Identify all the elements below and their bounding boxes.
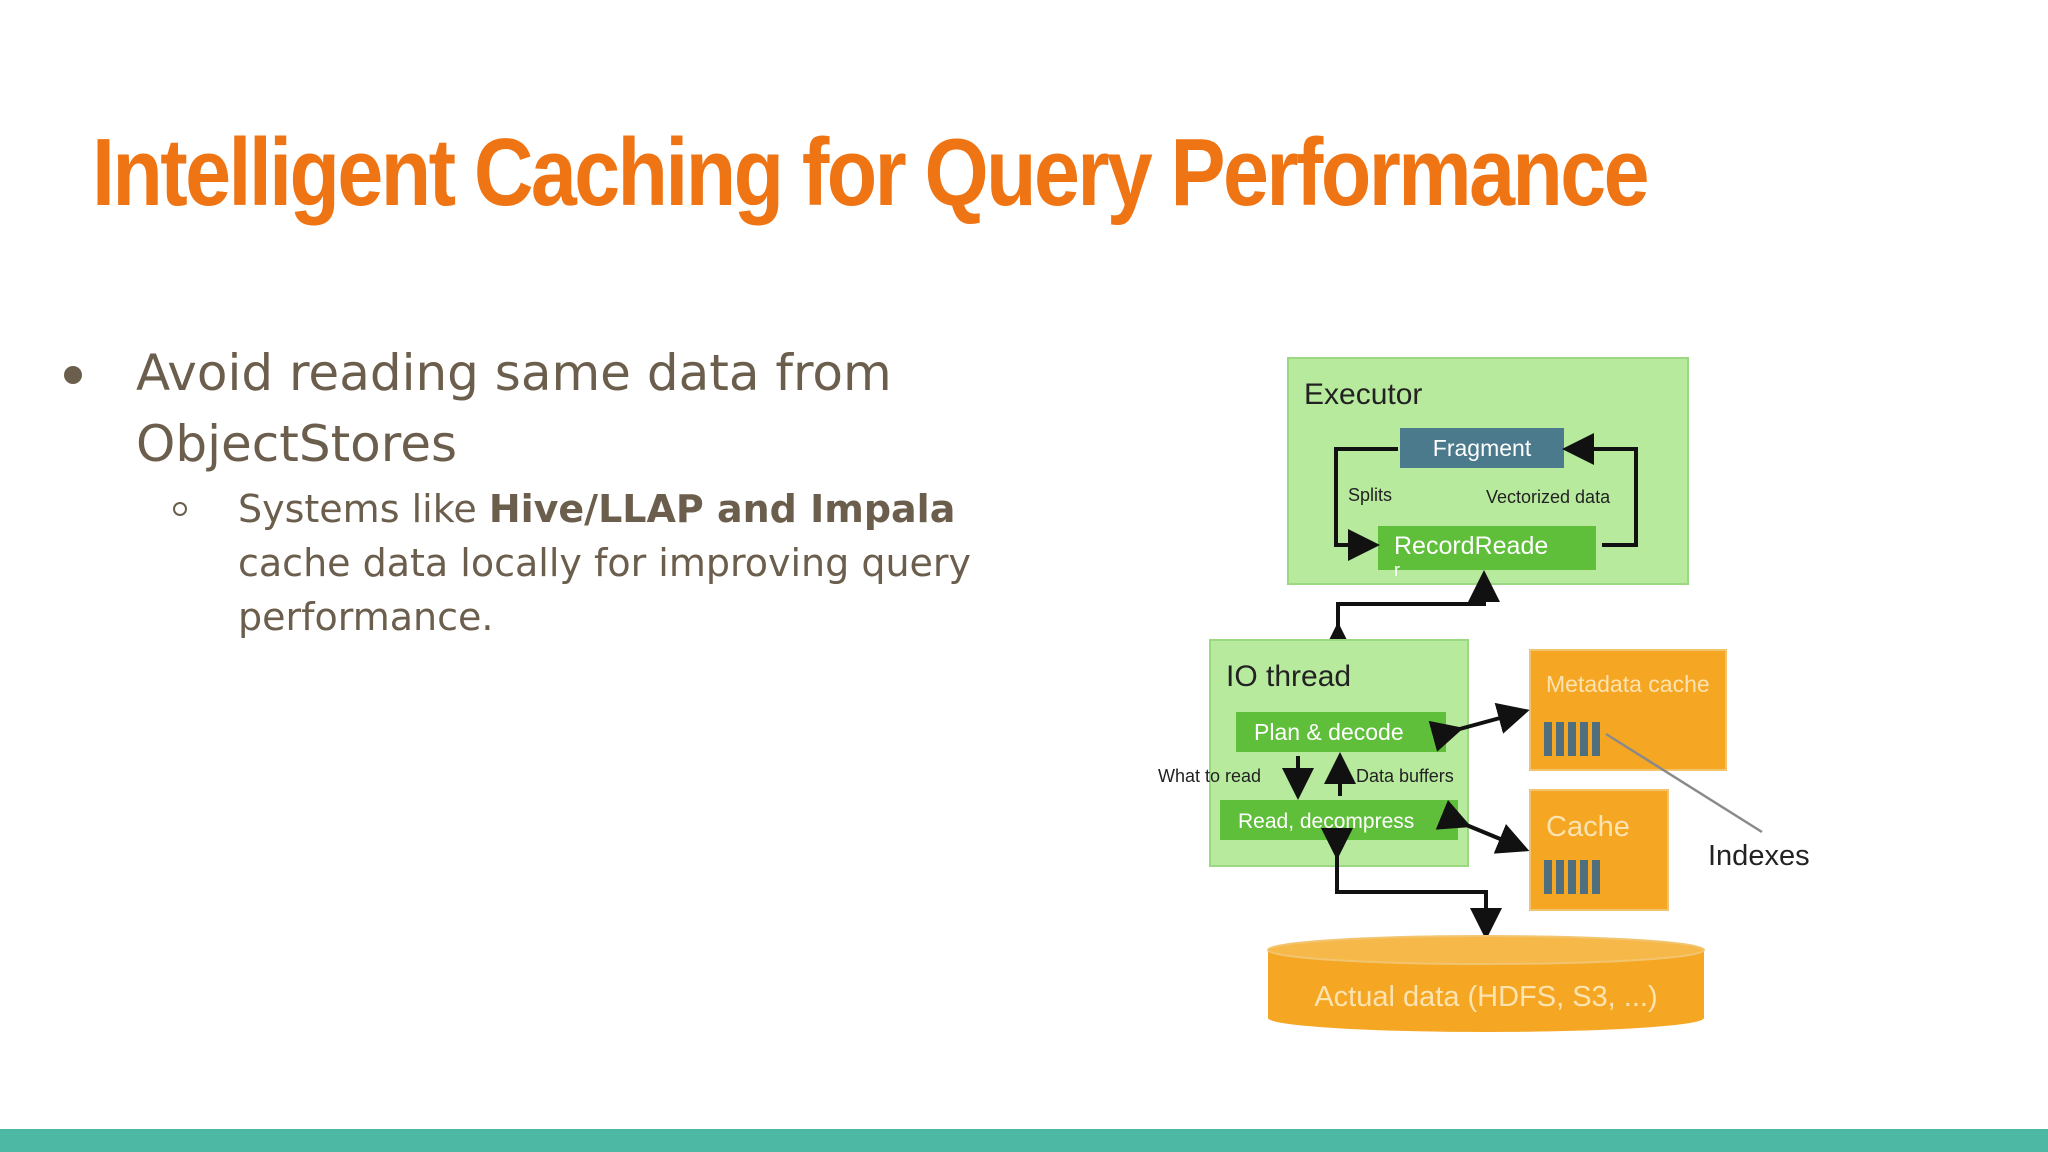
plan-metadata-arrow	[1428, 702, 1530, 752]
actual-data-cylinder	[1267, 935, 1705, 1032]
read-decompress-label: Read, decompress	[1238, 810, 1414, 833]
actual-data-label: Actual data (HDFS, S3, ...)	[1314, 981, 1657, 1013]
cache-blocks-icon	[1544, 860, 1600, 894]
vectorized-data-arrow	[1562, 433, 1638, 547]
splits-label: Splits	[1348, 485, 1392, 505]
data-buffers-label: Data buffers	[1356, 766, 1454, 786]
bullet-dot-icon	[64, 366, 82, 384]
what-to-read-label: What to read	[1158, 766, 1261, 786]
plan-decode-box	[1236, 712, 1446, 752]
metadata-cache-label: Metadata cache	[1546, 671, 1710, 697]
sub-bullet-suffix: cache data locally for improving query p…	[238, 541, 972, 639]
executor-label: Executor	[1304, 378, 1422, 411]
bullet-list: Avoid reading same data from ObjectStore…	[60, 338, 1000, 644]
read-cache-arrow	[1435, 800, 1530, 854]
io-data-connector-arrow	[1321, 828, 1502, 940]
vectorized-data-label: Vectorized data	[1486, 487, 1611, 507]
cache-label: Cache	[1546, 811, 1630, 843]
sub-bullet-item: Systems like Hive/LLAP and Impala cache …	[60, 482, 1000, 644]
hollow-circle-bullet-icon	[173, 502, 187, 516]
io-thread-label: IO thread	[1226, 660, 1351, 693]
fragment-box	[1400, 428, 1564, 468]
indexes-pointer-line	[1605, 732, 1763, 834]
sub-bullet-text: Systems like Hive/LLAP and Impala cache …	[238, 482, 1000, 644]
record-reader-label-wrap: r	[1394, 560, 1400, 580]
plan-decode-label: Plan & decode	[1254, 719, 1404, 745]
fragment-label: Fragment	[1433, 435, 1532, 461]
sub-bullet-prefix: Systems like	[238, 487, 489, 531]
metadata-index-blocks-icon	[1544, 722, 1600, 756]
bullet-item: Avoid reading same data from ObjectStore…	[60, 338, 1000, 480]
slide-title: Intelligent Caching for Query Performanc…	[92, 119, 1650, 226]
record-reader-label: RecordReade	[1394, 532, 1548, 560]
footer-bar	[0, 1129, 2048, 1152]
cache-architecture-diagram: Executor Fragment RecordReade r Splits V…	[1158, 357, 1810, 1032]
bullet-text: Avoid reading same data from ObjectStore…	[136, 344, 892, 473]
splits-arrow	[1334, 447, 1398, 561]
record-reader-box	[1378, 526, 1596, 570]
sub-bullet-emphasis: Hive/LLAP and Impala	[488, 487, 956, 531]
indexes-label: Indexes	[1708, 840, 1810, 872]
executor-io-connector-arrow	[1322, 570, 1500, 654]
